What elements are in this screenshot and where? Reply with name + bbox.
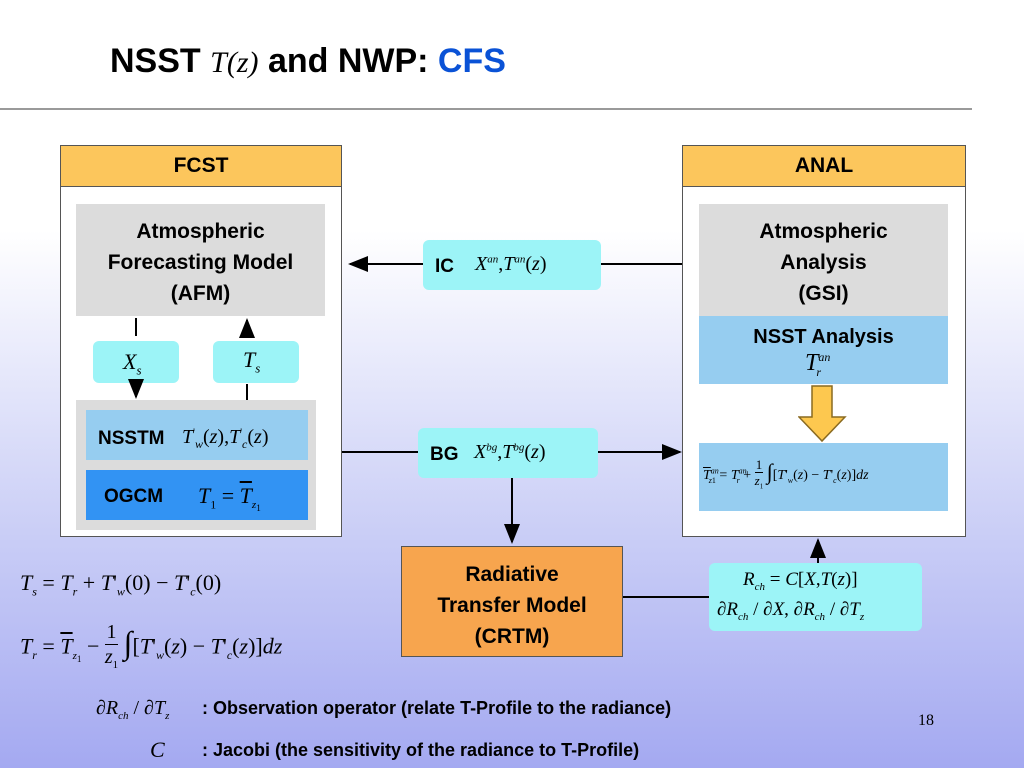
title-mid: and NWP: bbox=[267, 42, 438, 80]
obs-operator-text: : Observation operator (relate T-Profile… bbox=[202, 698, 672, 718]
gsi-line-1: Atmospheric bbox=[759, 220, 888, 243]
rch-box: Rch = C[X,T(z)] ∂Rch / ∂X, ∂Rch / ∂Tz bbox=[709, 563, 922, 631]
nsst-analysis-var: Tanr bbox=[805, 350, 831, 379]
gsi-line-3: (GSI) bbox=[798, 282, 849, 305]
ic-label: IC bbox=[435, 256, 454, 277]
ic-box: IC Xan,Tan(z) bbox=[423, 240, 601, 290]
xs-box: Xs bbox=[93, 341, 179, 383]
crtm-line-1: Radiative bbox=[465, 563, 559, 586]
title-divider bbox=[0, 108, 972, 110]
ogcm-eq: T1 = Tz1 bbox=[198, 483, 261, 514]
afm-box: Atmospheric Forecasting Model (AFM) bbox=[76, 204, 325, 316]
bg-vars: Xbg,Tbg(z) bbox=[474, 441, 546, 463]
ts-box: Ts bbox=[213, 341, 299, 383]
nsstm-eq: T'w(z),T'c(z) bbox=[182, 426, 269, 451]
nsst-analysis-label: NSST Analysis bbox=[753, 326, 894, 348]
gsi-line-2: Analysis bbox=[780, 251, 867, 274]
gsi-box: Atmospheric Analysis (GSI) bbox=[699, 204, 948, 316]
rch-line-2: ∂Rch / ∂X, ∂Rch / ∂Tz bbox=[717, 599, 865, 623]
down-arrow-icon bbox=[798, 385, 847, 443]
ts-equation: Ts = Tr + T'w(0) − T'c(0) bbox=[20, 570, 222, 599]
nsst-analysis-box: NSST Analysis Tanr bbox=[699, 316, 948, 384]
ogcm-label: OGCM bbox=[104, 486, 164, 507]
jacobi-text: : Jacobi (the sensitivity of the radianc… bbox=[202, 740, 640, 760]
title-prefix: NSST bbox=[110, 42, 201, 80]
bg-label: BG bbox=[430, 444, 459, 465]
nsstm-box: NSSTM T'w(z),T'c(z) bbox=[86, 410, 308, 460]
afm-line-3: (AFM) bbox=[170, 282, 231, 305]
ogcm-box: OGCM T1 = Tz1 bbox=[86, 470, 308, 520]
crtm-box: Radiative Transfer Model (CRTM) bbox=[401, 546, 623, 657]
obs-operator-symbol: ∂Rch / ∂Tz bbox=[96, 697, 170, 722]
anal-header: ANAL bbox=[683, 146, 965, 187]
bg-box: BG Xbg,Tbg(z) bbox=[418, 428, 598, 478]
xs-var: Xs bbox=[123, 349, 142, 378]
ts-var: Ts bbox=[243, 347, 261, 376]
afm-line-2: Forecasting Model bbox=[107, 251, 294, 274]
rch-line-1: Rch = C[X,T(z)] bbox=[743, 569, 858, 593]
crtm-line-2: Transfer Model bbox=[437, 594, 587, 617]
crtm-line-3: (CRTM) bbox=[474, 625, 550, 648]
jacobi-symbol: C bbox=[150, 737, 165, 762]
nsstm-label: NSSTM bbox=[98, 428, 165, 449]
ic-vars: Xan,Tan(z) bbox=[475, 253, 547, 275]
title-accent: CFS bbox=[437, 42, 506, 80]
page-number: 18 bbox=[918, 712, 934, 729]
slide-title: NSST T(z) and NWP: CFS bbox=[110, 42, 506, 81]
fcst-header: FCST bbox=[61, 146, 341, 187]
afm-line-1: Atmospheric bbox=[136, 220, 265, 243]
title-math: T(z) bbox=[210, 46, 259, 79]
